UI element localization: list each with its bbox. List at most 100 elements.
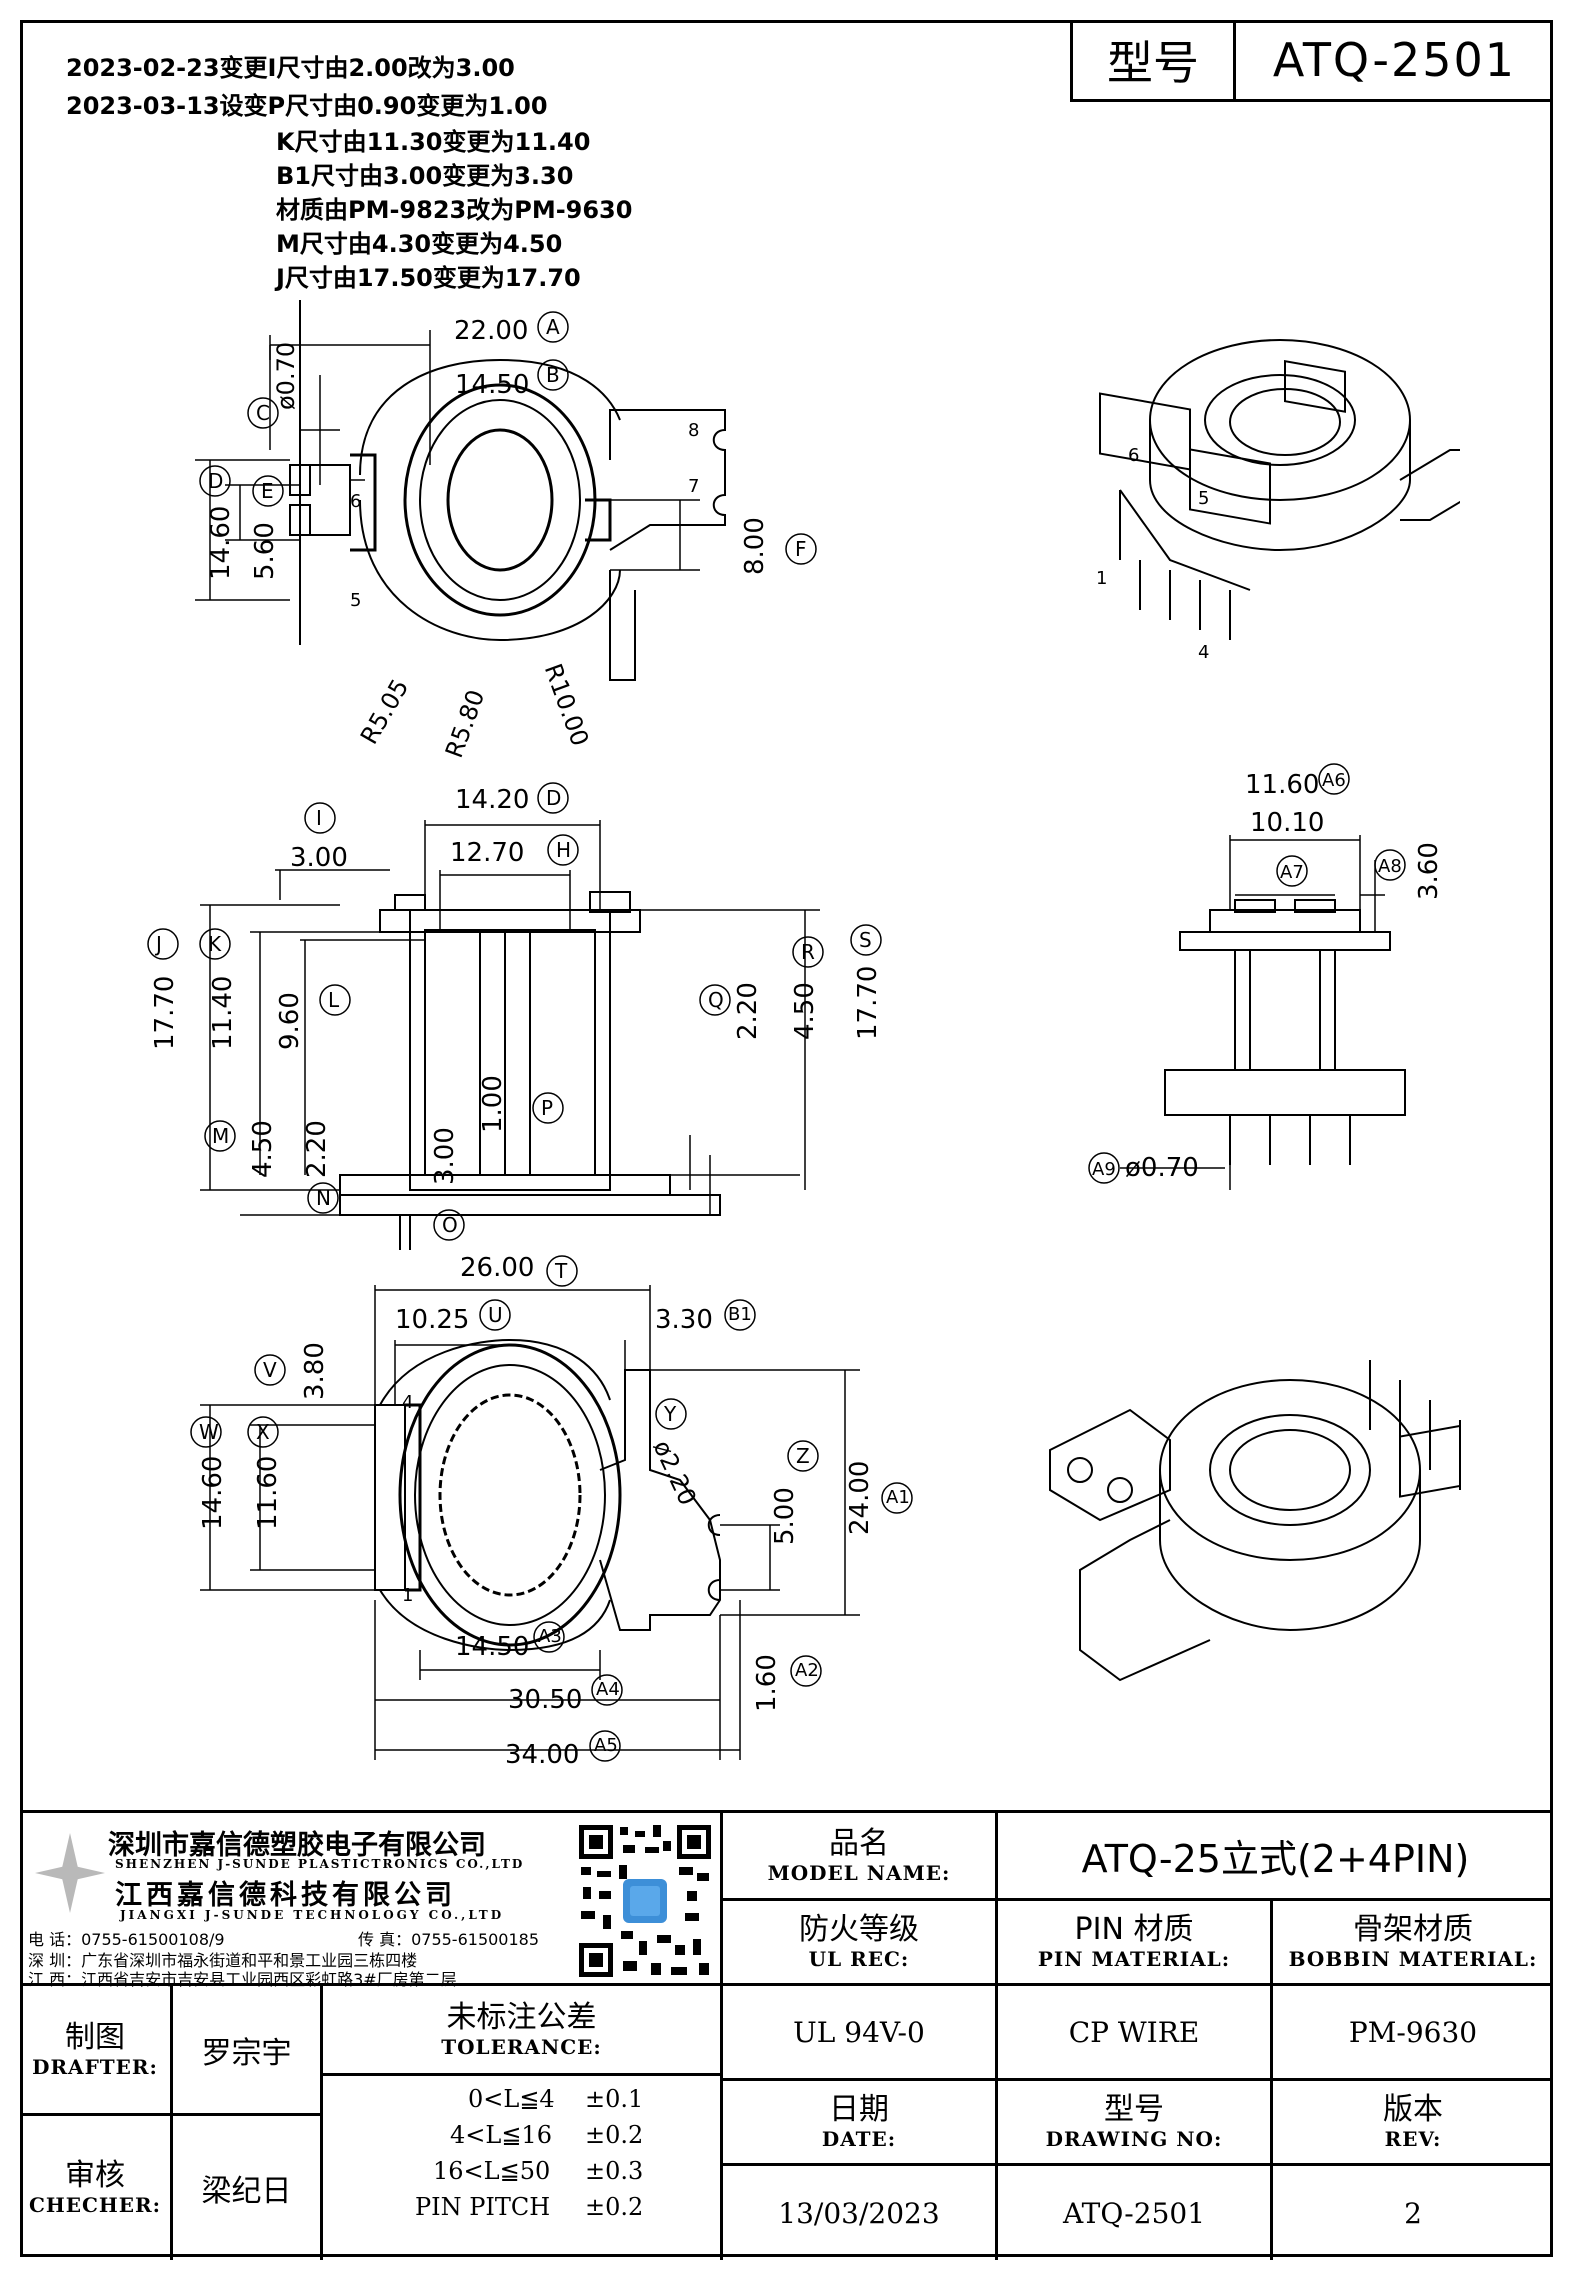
model-value: ATQ-2501 [1272,32,1517,87]
revision-note: 2023-03-13设变P尺寸由0.90变更为1.00 [66,92,548,120]
dim-a2: 1.60 [752,1654,782,1712]
model-label: 型号 [1073,20,1236,99]
tol-range: 0<L≦4 [468,2085,555,2113]
callout-k: K [208,932,222,956]
dim-d: 14.60 [206,505,236,580]
callout-z: Z [796,1444,810,1468]
bottom-view [200,1285,860,1760]
pin-material-value: CP WIRE [1068,2015,1200,2049]
callout-d: D [208,469,224,493]
callout-f: F [795,537,807,561]
revision-note: 2023-02-23变更I尺寸由2.00改为3.00 [66,54,515,82]
front-view [200,820,820,1250]
drawing-frame [20,20,1553,2257]
drawing-no-value: ATQ-2501 [1062,2196,1206,2230]
callout-a3: A3 [538,1626,562,1647]
dim-h: 12.70 [450,838,525,868]
callout-m: M [212,1124,230,1148]
callout-o: O [442,1213,458,1237]
dim-e: 5.60 [250,522,280,580]
revision-note: J尺寸由17.50变更为17.70 [276,264,581,292]
dim-b1: 3.30 [655,1305,713,1335]
dim-a1: 24.00 [845,1460,875,1535]
dim-p: 1.00 [478,1075,508,1133]
callout-x: X [256,1420,270,1444]
iso-view-top [1099,339,1460,640]
company-addr-sz: 深 圳：广东省深圳市福永街道和平和景工业园三栋四楼 [28,1951,418,1970]
company-name-cn-1: 深圳市嘉信德塑胶电子有限公司 [108,1830,486,1861]
tol-value: ±0.2 [585,2193,644,2221]
dim-a6: 11.60 [1245,770,1320,800]
callout-a7: A7 [1280,862,1304,883]
revision-note: B1尺寸由3.00变更为3.30 [276,162,574,190]
callout-a6: A6 [1322,770,1346,791]
dim-a: 22.00 [454,316,529,346]
callout-y: Y [664,1402,677,1426]
company-phone: 电 话：0755-61500108/9 [28,1930,225,1949]
callout-a: A [546,315,560,339]
tol-value: ±0.1 [585,2085,644,2113]
callout-s: S [859,928,872,952]
callout-a8: A8 [1378,856,1402,877]
callout-h: H [556,838,572,862]
pin-label: 4 [402,1392,414,1413]
model-name-label: 品名 MODEL NAME: [767,1825,951,1885]
callout-j: J [156,932,162,956]
tol-range: 16<L≦50 [433,2157,551,2185]
dim-w: 14.60 [198,1455,228,1530]
callout-p: P [541,1096,554,1120]
dim-c: ø0.70 [272,341,300,410]
date-value: 13/03/2023 [778,2196,940,2230]
callout-a5: A5 [594,1735,618,1756]
checker-value: 梁纪日 [201,2174,292,2209]
company-name-en-1: SHENZHEN J-SUNDE PLASTICTRONICS CO.,LTD [115,1857,525,1871]
bobbin-material-label: 骨架材质 BOBBIN MATERIAL: [1288,1912,1538,1972]
callout-q: Q [708,988,724,1012]
dim-z: 5.00 [770,1487,800,1545]
callout-u: U [488,1303,503,1327]
callout-c: C [256,401,270,425]
model-name-value: ATQ-25立式(2+4PIN) [1081,1837,1470,1881]
company-name-cn-2: 江西嘉信德科技有限公司 [115,1880,456,1911]
dim-u: 10.25 [395,1305,470,1335]
callout-r: R [801,940,815,964]
tol-value: ±0.3 [585,2157,644,2185]
pin-material-label: PIN 材质 PIN MATERIAL: [1037,1912,1231,1972]
ul-label: 防火等级 UL REC: [799,1912,919,1972]
tolerance-label: 未标注公差 TOLERANCE: [441,1999,602,2059]
tol-value: ±0.2 [585,2121,644,2149]
drawing-no-label: 型号 DRAWING NO: [1045,2092,1223,2152]
callout-n: N [316,1186,331,1210]
callout-t: T [555,1259,568,1283]
pin-label: 1 [402,1585,414,1606]
dim-a8: 3.60 [1414,842,1444,900]
dim-n: 2.20 [302,1120,332,1178]
dim-a3: 14.50 [455,1632,530,1662]
dim-x: 11.60 [253,1455,283,1530]
pin-label: 5 [350,590,362,611]
top-view [195,300,726,681]
rev-value: 2 [1404,2196,1422,2230]
drafter-label: 制图 DRAFTER: [32,2019,158,2079]
revision-note: 材质由PM-9823改为PM-9630 [276,196,633,224]
callout-e: E [261,479,274,503]
qr-code [575,1821,715,1981]
callout-i: I [316,806,322,830]
model-box: 型号 ATQ-2501 [1070,20,1553,102]
callout-b1: B1 [728,1304,752,1325]
rev-label: 版本 REV: [1383,2092,1443,2152]
dim-d2: 14.20 [455,785,530,815]
dim-k: 11.40 [208,975,238,1050]
dim-v: 3.80 [300,1342,330,1400]
dim-q: 2.20 [733,982,763,1040]
dim-l: 9.60 [275,992,305,1050]
revision-note: M尺寸由4.30变更为4.50 [276,230,563,258]
tol-range: PIN PITCH [415,2193,551,2221]
dim-s: 17.70 [853,965,883,1040]
callout-w: W [199,1420,219,1444]
callout-a4: A4 [596,1679,620,1700]
company-name-en-2: JIANGXI J-SUNDE TECHNOLOGY CO.,LTD [120,1908,505,1922]
dim-a9: ø0.70 [1125,1153,1199,1183]
pin-label: 7 [688,476,700,497]
pin-label: 1 [1096,568,1108,589]
